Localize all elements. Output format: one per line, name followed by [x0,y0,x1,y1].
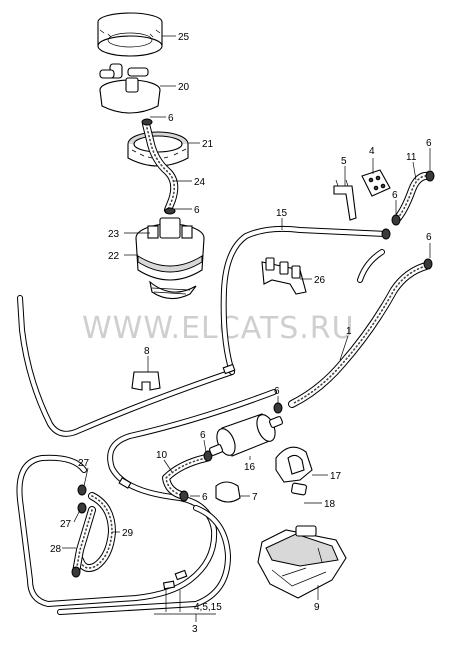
label-27: 27 [60,519,72,530]
label-17: 17 [330,471,342,482]
label-4-5-15: 4,5,15 [194,602,222,613]
hose-part-11 [392,171,434,224]
fuel-pipe-right [357,249,385,283]
label-6: 6 [392,190,398,201]
label-10: 10 [156,450,168,461]
label-6: 6 [426,138,432,149]
clamp-part-top [141,118,176,215]
fuel-pipe-left [17,295,235,437]
label-8: 8 [144,346,150,357]
fuel-pipe-lower-2 [57,505,231,615]
bracket-part-4 [361,169,391,197]
filter-bracket-part [275,446,313,496]
label-7: 7 [252,492,258,503]
flange-part [99,63,161,114]
label-6: 6 [274,386,280,397]
hose-part-10 [162,454,210,500]
label-21: 21 [202,139,214,150]
label-1: 1 [346,326,352,337]
clamp-part-7 [215,481,241,503]
label-18: 18 [324,499,336,510]
hose-clamps [71,170,435,578]
watermark-text: WWW.ELCATS.RU [82,311,355,346]
bracket-part-5 [333,179,357,221]
label-6: 6 [202,492,208,503]
label-6: 6 [426,232,432,243]
pipe-connectors [118,363,236,590]
label-24: 24 [194,177,206,188]
part-labels: 25 20 6 21 24 6 23 22 5 4 11 6 6 15 6 26… [50,32,432,635]
fuel-filter-part [208,413,284,457]
label-11: 11 [406,152,417,163]
callout-leaders [62,35,431,622]
cover-part [257,525,347,599]
label-4: 4 [369,146,375,157]
line-clip-part [261,257,307,295]
label-20: 20 [178,82,190,93]
label-3: 3 [192,624,198,635]
label-9: 9 [314,602,320,613]
pump-module-part [135,217,205,300]
label-29: 29 [122,528,134,539]
label-15: 15 [276,208,288,219]
label-22: 22 [108,251,120,262]
label-26: 26 [314,275,326,286]
fuel-pipe-lower [16,389,277,607]
label-23: 23 [108,229,120,240]
hose-part-1 [288,262,430,408]
hose-part-28 [72,506,96,576]
hose-part-29 [76,492,116,572]
label-5: 5 [341,156,347,167]
label-6: 6 [168,113,174,124]
label-6: 6 [200,430,206,441]
locking-ring-part [97,12,163,57]
label-25: 25 [178,32,190,43]
label-6: 6 [194,205,200,216]
corrugated-hose-part [142,120,179,214]
label-16: 16 [244,462,256,473]
label-28: 28 [50,544,62,555]
pipe-holder-part [131,371,161,391]
fuel-pipe-15 [220,225,389,375]
label-27: 27 [78,458,90,469]
